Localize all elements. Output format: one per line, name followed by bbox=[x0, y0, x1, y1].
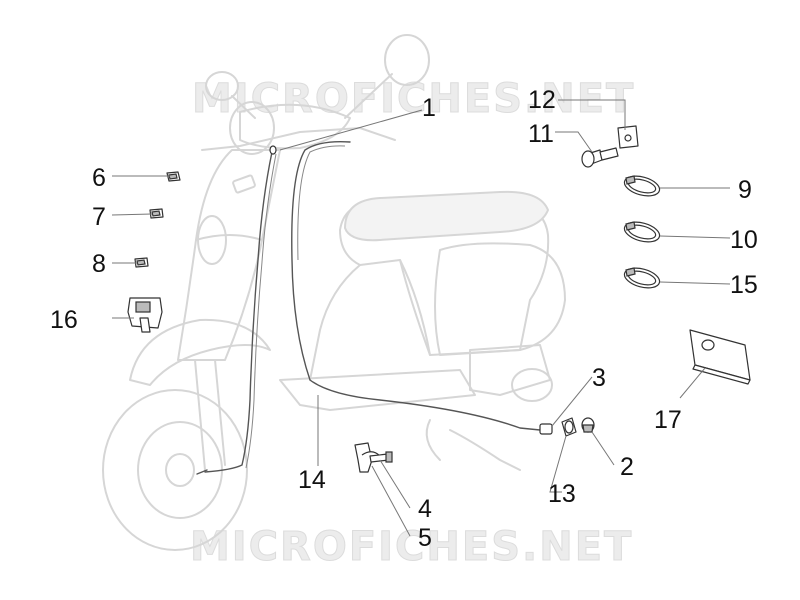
callout-labels: 1 2 3 4 5 6 7 8 9 10 11 12 13 14 15 16 1… bbox=[50, 86, 758, 552]
part-11-screw bbox=[581, 147, 619, 168]
callout-5: 5 bbox=[418, 524, 432, 552]
scooter-ghost-outline bbox=[102, 34, 566, 551]
part-12-nut-clip bbox=[617, 125, 639, 149]
part-13-adjuster bbox=[561, 417, 577, 437]
callout-14: 14 bbox=[298, 466, 326, 494]
callout-10: 10 bbox=[730, 226, 758, 254]
part-17-pad bbox=[689, 329, 751, 385]
leader-lines bbox=[111, 99, 731, 537]
speedometer-cable bbox=[196, 145, 277, 475]
part-6-clip bbox=[166, 171, 181, 182]
part-8-clip bbox=[134, 257, 149, 268]
transmission-cable bbox=[291, 140, 541, 431]
callout-3: 3 bbox=[592, 364, 606, 392]
part-9-hose-clamp bbox=[623, 175, 661, 197]
part-4-bolt bbox=[369, 451, 393, 463]
callout-2: 2 bbox=[620, 453, 634, 481]
callout-8: 8 bbox=[92, 250, 106, 278]
callout-17: 17 bbox=[654, 406, 682, 434]
watermark-bottom: MICROFICHES.NET bbox=[190, 524, 633, 570]
callout-6: 6 bbox=[92, 164, 106, 192]
part-2-cap bbox=[581, 417, 595, 433]
part-3-cable-end bbox=[539, 423, 553, 435]
callout-16: 16 bbox=[50, 306, 78, 334]
callout-1: 1 bbox=[422, 94, 436, 122]
part-16-switch bbox=[127, 297, 163, 333]
callout-11: 11 bbox=[528, 120, 554, 148]
callout-9: 9 bbox=[738, 176, 752, 204]
part-15-hose-clamp bbox=[623, 267, 661, 289]
part-10-hose-clamp bbox=[623, 221, 661, 243]
callout-12: 12 bbox=[528, 86, 556, 114]
callout-13: 13 bbox=[548, 480, 576, 508]
part-7-clip bbox=[149, 208, 164, 219]
callout-15: 15 bbox=[730, 271, 758, 299]
callout-4: 4 bbox=[418, 495, 432, 523]
callout-7: 7 bbox=[92, 203, 106, 231]
